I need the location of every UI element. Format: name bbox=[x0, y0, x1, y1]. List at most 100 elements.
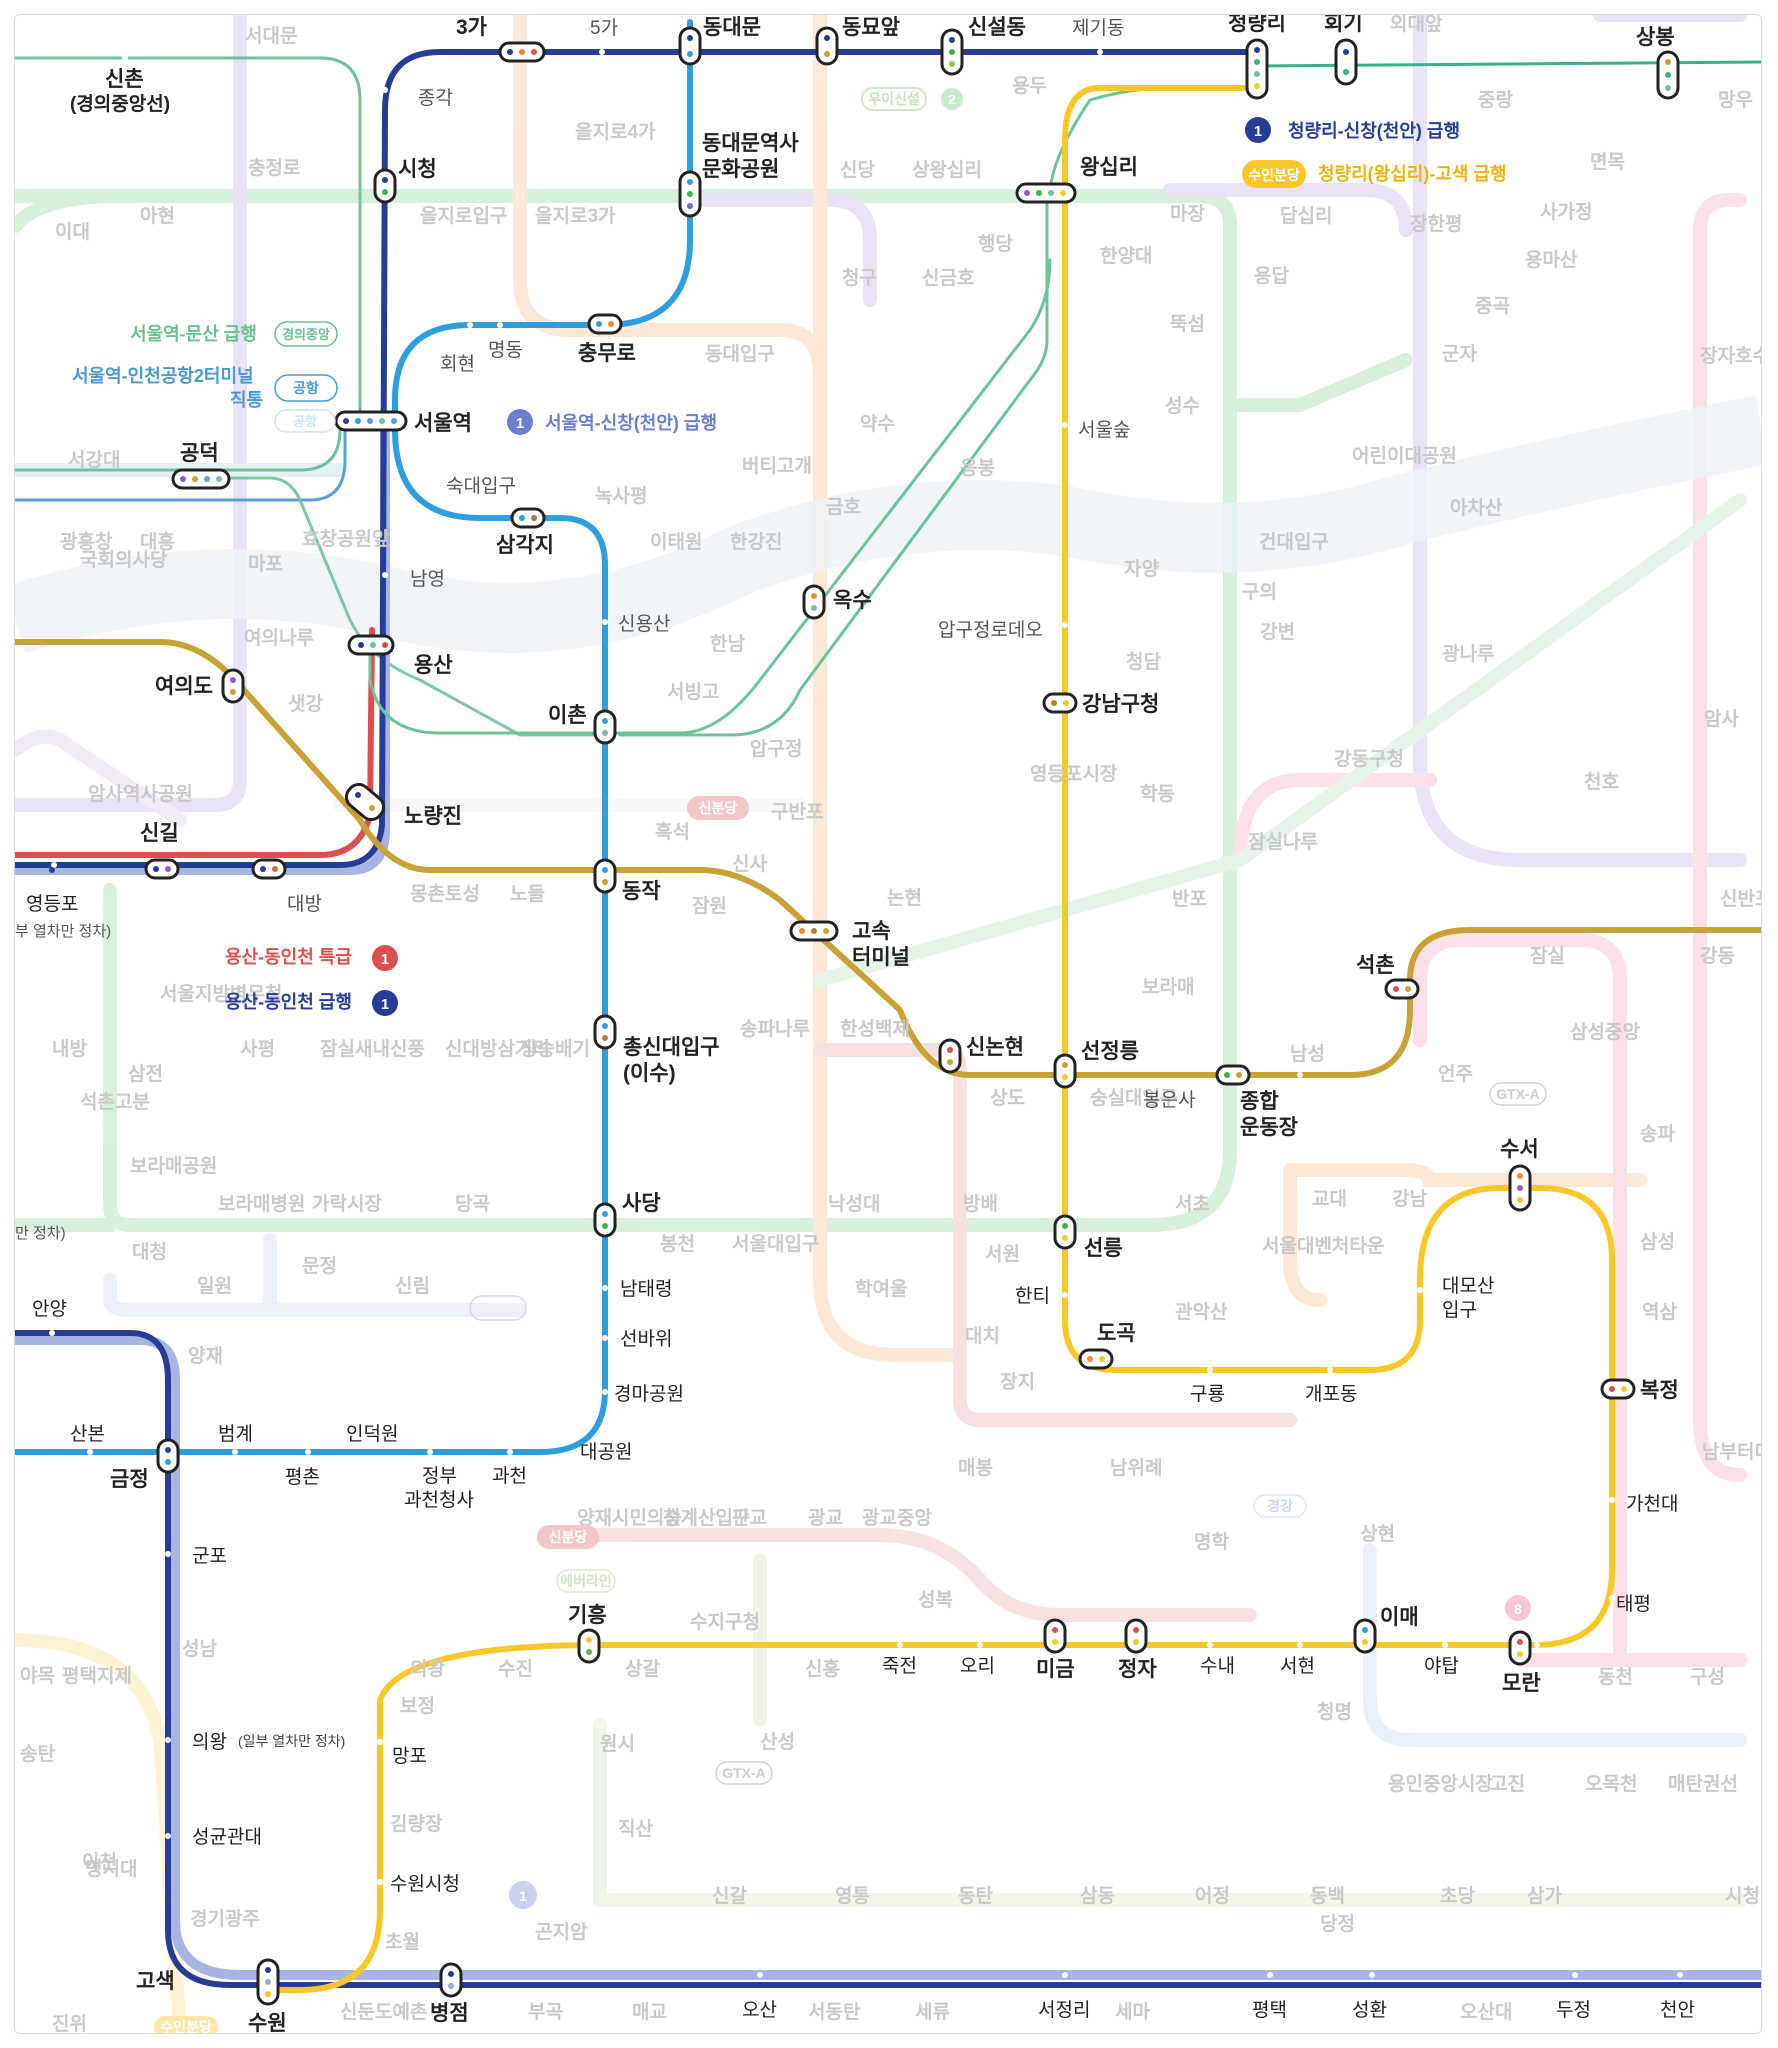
station-label: 성환 bbox=[1352, 1999, 1387, 2021]
faded-label: 초당 bbox=[1440, 1885, 1475, 1907]
faded-label: 원시 bbox=[600, 1733, 635, 1755]
station-label: 충무로 bbox=[578, 342, 636, 365]
faded-label: 압구정 bbox=[750, 738, 802, 760]
badge-sinbundang-b: 신분당 bbox=[549, 1529, 588, 1545]
bg-gyeonggang bbox=[1363, 1543, 1747, 1747]
faded-label: 암사 bbox=[1704, 708, 1739, 730]
faded-label: 사평 bbox=[240, 1038, 275, 1060]
station-label: 신논현 bbox=[966, 1036, 1024, 1059]
station-label: 옥수 bbox=[833, 589, 872, 612]
faded-label: 삼가 bbox=[1527, 1885, 1562, 1907]
station-label: 3가 bbox=[456, 16, 488, 39]
station-label: 고색 bbox=[136, 1970, 175, 1993]
faded-label: 강동 bbox=[1700, 945, 1735, 967]
marker-singil bbox=[144, 858, 180, 880]
faded-label: 방배 bbox=[963, 1193, 998, 1215]
faded-label: 잠원 bbox=[692, 895, 727, 917]
faded-label: 초월 bbox=[385, 1931, 420, 1953]
station-label: 고속 bbox=[852, 920, 891, 943]
station-label: 서현 bbox=[1280, 1655, 1315, 1677]
station-label: 숙대입구 bbox=[446, 475, 516, 497]
bg-sinbundang2 bbox=[563, 1528, 1257, 1622]
faded-label: 광나루 bbox=[1442, 643, 1494, 665]
marker-samgakji bbox=[510, 507, 546, 529]
station-label: 과천 bbox=[492, 1465, 527, 1487]
faded-label: 청계산입구 bbox=[663, 1507, 750, 1529]
faded-label: 광교중앙 bbox=[862, 1507, 932, 1529]
faded-label: 외대앞 bbox=[1390, 13, 1443, 35]
svg-text:1: 1 bbox=[516, 415, 524, 432]
faded-label: 보라매 bbox=[1142, 976, 1194, 998]
faded-label: 상왕십리 bbox=[912, 159, 982, 181]
station-label: 평택 bbox=[1252, 1999, 1287, 2021]
marker-yeouido bbox=[221, 668, 245, 704]
faded-label: 신대방삼거리 bbox=[445, 1038, 550, 1060]
station-label: 선바위 bbox=[620, 1328, 672, 1350]
bg-line5 bbox=[15, 15, 247, 812]
faded-label: 삼동 bbox=[1080, 1885, 1115, 1907]
faded-label: 충정로 bbox=[248, 157, 300, 179]
marker-byeongjeom bbox=[439, 1962, 463, 1998]
faded-label: 마장 bbox=[1170, 203, 1205, 225]
faded-label: 응봉 bbox=[960, 457, 995, 479]
bg-gyeongui2 bbox=[813, 853, 1247, 987]
faded-label: 중랑 bbox=[1478, 89, 1513, 111]
station-label: 시청 bbox=[398, 158, 437, 181]
faded-label: 건대입구 bbox=[1259, 531, 1329, 553]
faded-label: 자양 bbox=[1124, 558, 1159, 580]
legend-badge-line1-top bbox=[1245, 117, 1271, 143]
faded-label: 보라매공원 bbox=[130, 1155, 217, 1177]
station-label: 신설동 bbox=[968, 16, 1026, 39]
faded-label: 성남 bbox=[182, 1638, 217, 1660]
gyeongui-yeouido bbox=[228, 476, 602, 737]
faded-label: 천호 bbox=[1584, 771, 1619, 793]
faded-label: 판교 bbox=[732, 1507, 767, 1529]
legend-cheongnyangni-cheonan: 청량리-신창(천안) 급행 bbox=[1288, 121, 1460, 141]
faded-label: 경기광주 bbox=[190, 1908, 260, 1930]
faded-label: 관악산 bbox=[1175, 1301, 1228, 1323]
station-label: 동작 bbox=[622, 880, 661, 903]
faded-label: 장자호수공원 bbox=[1700, 345, 1778, 367]
faded-label: 성수 bbox=[1165, 395, 1200, 417]
bg-line5-b bbox=[683, 193, 877, 307]
station-labels: 신촌 (경의중앙선) 3가 5가 동대문 동묘앞 신설동 제기동 청량리 회기 … bbox=[15, 15, 1695, 2033]
faded-label: 효창공원앞 bbox=[302, 528, 390, 550]
legend-seoul-munsan: 서울역-문산 급행 bbox=[130, 324, 257, 344]
faded-label: 상도 bbox=[990, 1087, 1025, 1109]
station-label: 선정릉 bbox=[1081, 1040, 1139, 1063]
marker-sports bbox=[1215, 1064, 1251, 1086]
faded-label: 강변 bbox=[1260, 621, 1295, 643]
faded-label: 학동 bbox=[1140, 783, 1175, 805]
gyeongui-line-wangsimni bbox=[618, 188, 1049, 737]
bg-line3-b bbox=[813, 15, 967, 1362]
station-label: (경의중앙선) bbox=[70, 93, 170, 115]
svg-text:1: 1 bbox=[1254, 123, 1262, 140]
faded-label: 세마 bbox=[1115, 2001, 1150, 2023]
faded-label: 수지구청 bbox=[690, 1611, 760, 1633]
faded-label: 시청·용인대 bbox=[1725, 1885, 1778, 1907]
faded-label: 녹사평 bbox=[595, 485, 647, 507]
faded-label: 대흥 bbox=[140, 530, 175, 553]
faded-label: 용두 bbox=[1012, 75, 1047, 97]
bg-line2-seongsu bbox=[1223, 353, 1413, 412]
faded-label: 아차산 bbox=[1450, 497, 1503, 519]
badge-gyeonggang: 경강 bbox=[1267, 1498, 1293, 1514]
station-label: 공덕 bbox=[180, 442, 219, 465]
faded-label: 약수 bbox=[860, 413, 895, 435]
faded-label: 장승배기 bbox=[520, 1038, 590, 1060]
faded-label: 삼전 bbox=[128, 1063, 163, 1085]
faded-label: 서초 bbox=[1175, 1193, 1210, 1215]
faded-label: 사가정 bbox=[1540, 201, 1592, 223]
marker-gangnamgu bbox=[1042, 692, 1078, 714]
station-label: 미금 bbox=[1036, 1658, 1075, 1681]
station-label: 문화공원 bbox=[702, 158, 779, 181]
faded-label: 가락시장 bbox=[312, 1193, 382, 1215]
faded-label: 망우 bbox=[1718, 89, 1753, 111]
bg-line8 bbox=[1693, 193, 1747, 1482]
faded-label: 양재시민의숲 bbox=[577, 1507, 682, 1529]
marker-oksu bbox=[802, 584, 826, 620]
faded-label: 매교 bbox=[632, 2001, 667, 2023]
station-label: 입구 bbox=[1442, 1299, 1477, 1321]
faded-label: 구성 bbox=[1690, 1666, 1725, 1688]
faded-label: 당정 bbox=[1320, 1913, 1355, 1935]
